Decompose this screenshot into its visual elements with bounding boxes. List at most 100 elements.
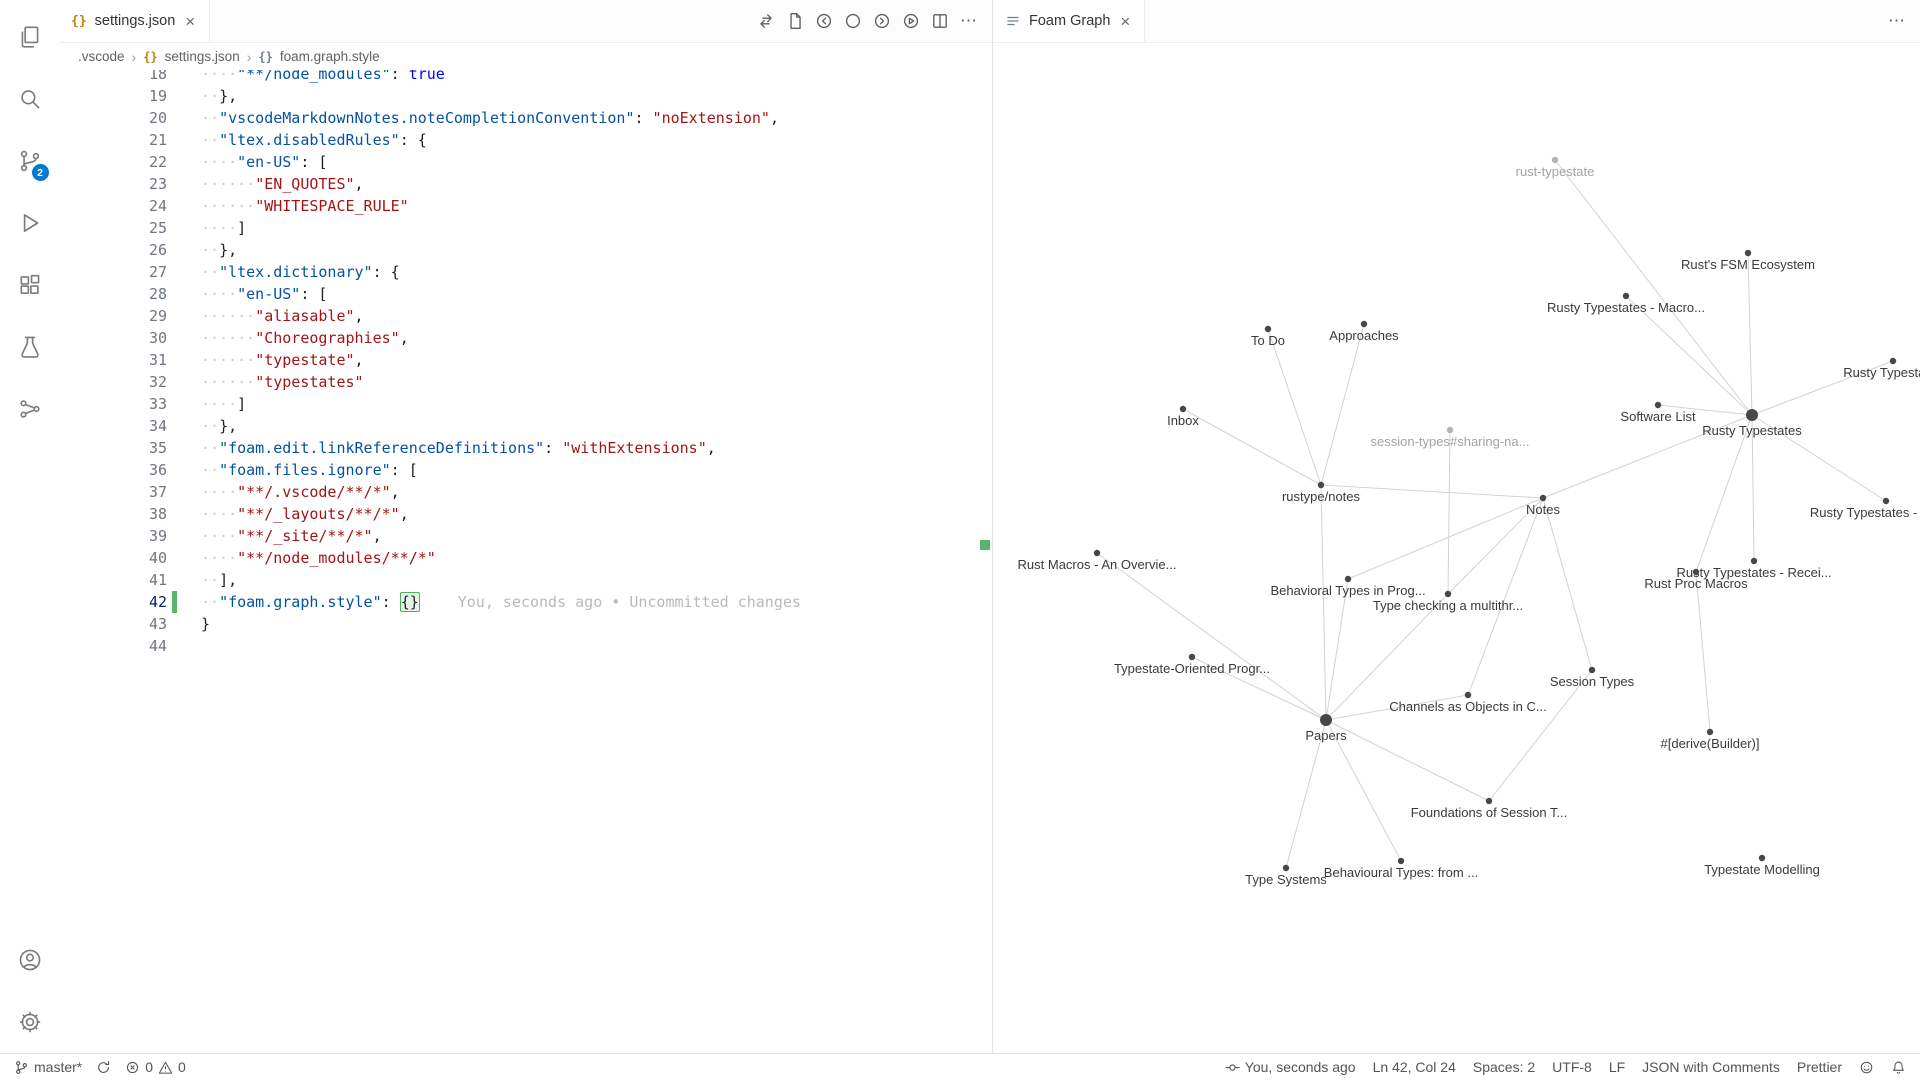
code-line[interactable]: 28····"en-US": [ [59,283,992,305]
graph-node-rustype-notes[interactable] [1317,481,1325,489]
line-number[interactable]: 23 [148,175,167,193]
graph-node-label[interactable]: rust-typestate [1516,164,1595,179]
tab-foam-graph[interactable]: Foam Graph × [993,0,1146,42]
graph-node-typestate-oriented[interactable] [1188,653,1196,661]
line-number[interactable]: 22 [148,153,167,171]
graph-node-label[interactable]: Rusty Typestates - Rece... [1810,505,1920,520]
line-number[interactable]: 33 [148,395,167,413]
feedback-button[interactable] [1859,1060,1874,1075]
code-line[interactable]: 42··"foam.graph.style": {}You, seconds a… [59,591,992,613]
graph-node-rusty-typestates-tr[interactable] [1889,357,1897,365]
tab-settings-json[interactable]: {} settings.json × [59,0,211,42]
breadcrumb-file[interactable]: settings.json [164,49,240,64]
graph-node-rusts-fsm-ecosystem[interactable] [1744,249,1752,257]
graph-node-label[interactable]: Type checking a multithr... [1373,598,1523,613]
more-actions-icon[interactable]: ⋯ [1888,11,1906,30]
notifications-button[interactable] [1891,1060,1906,1075]
graph-node-label[interactable]: To Do [1251,333,1285,348]
line-number[interactable]: 28 [148,285,167,303]
graph-node-label[interactable]: Session Types [1550,674,1635,689]
line-number[interactable]: 40 [148,549,167,567]
breadcrumb-symbol[interactable]: foam.graph.style [279,49,380,64]
problems-status[interactable]: 0 0 [125,1059,186,1075]
code-line[interactable]: 37····"**/.vscode/**/*", [59,481,992,503]
code-line[interactable]: 33····] [59,393,992,415]
graph-node-label[interactable]: Channels as Objects in C... [1389,699,1547,714]
code-line[interactable]: 23······"EN_QUOTES", [59,173,992,195]
graph-node-label[interactable]: Type Systems [1245,872,1327,887]
graph-node-session-types-sharing[interactable] [1446,426,1454,434]
graph-node-derive-builder[interactable] [1706,728,1714,736]
sidebar-item-extensions[interactable] [5,254,55,316]
graph-node-notes[interactable] [1539,494,1547,502]
graph-node-inbox[interactable] [1179,405,1187,413]
code-line[interactable]: 36··"foam.files.ignore": [ [59,459,992,481]
sidebar-item-run-and-debug[interactable] [5,192,55,254]
graph-node-label[interactable]: Inbox [1167,413,1199,428]
cursor-position-status[interactable]: Ln 42, Col 24 [1372,1059,1456,1075]
code-line[interactable]: 39····"**/_site/**/*", [59,525,992,547]
code-line[interactable]: 24······"WHITESPACE_RULE" [59,195,992,217]
line-number[interactable]: 38 [148,505,167,523]
line-number[interactable]: 27 [148,263,167,281]
graph-node-behavioral-types-prog[interactable] [1344,575,1352,583]
line-number[interactable]: 31 [148,351,167,369]
line-number[interactable]: 34 [148,417,167,435]
graph-node-label[interactable]: Approaches [1329,328,1399,343]
graph-node-label[interactable]: Typestate Modelling [1704,862,1820,877]
graph-node-rusty-typestates-r2[interactable] [1882,497,1890,505]
sidebar-item-search[interactable] [5,68,55,130]
code-line[interactable]: 30······"Choreographies", [59,327,992,349]
graph-node-typestate-modelling[interactable] [1758,854,1766,862]
graph-node-label[interactable]: Software List [1620,409,1696,424]
branch-status[interactable]: master* [14,1059,82,1075]
eol-status[interactable]: LF [1608,1059,1626,1075]
graph-node-rusty-typestates-recei[interactable] [1750,557,1758,565]
graph-node-type-checking-multithr[interactable] [1444,590,1452,598]
line-number[interactable]: 37 [148,483,167,501]
line-number[interactable]: 42 [148,593,167,611]
graph-node-label[interactable]: Rust Proc Macros [1644,576,1748,591]
more-actions-icon[interactable]: ⋯ [960,11,978,30]
graph-node-rust-typestate[interactable] [1551,156,1559,164]
line-number[interactable]: 43 [148,615,167,633]
sync-status[interactable] [96,1060,111,1075]
code-line[interactable]: 21··"ltex.disabledRules": { [59,129,992,151]
code-line[interactable]: 40····"**/node_modules/**/*" [59,547,992,569]
graph-node-type-systems[interactable] [1282,864,1290,872]
graph-node-rust-macros-overview[interactable] [1093,549,1101,557]
overview-ruler-marker[interactable] [980,540,990,550]
encoding-status[interactable]: UTF-8 [1552,1059,1592,1075]
graph-node-foundations-session[interactable] [1485,797,1493,805]
graph-node-label[interactable]: Notes [1526,502,1560,517]
graph-node-papers[interactable] [1320,714,1332,726]
code-line[interactable]: 29······"aliasable", [59,305,992,327]
code-line[interactable]: 19··}, [59,85,992,107]
formatter-status[interactable]: Prettier [1796,1059,1842,1075]
line-number[interactable]: 44 [148,637,167,655]
graph-node-rusty-typestates[interactable] [1746,409,1758,421]
line-number[interactable]: 24 [148,197,167,215]
previous-change-icon[interactable] [815,12,833,30]
blame-status[interactable]: You, seconds ago [1225,1059,1356,1075]
graph-node-software-list[interactable] [1654,401,1662,409]
graph-node-label[interactable]: Rust Macros - An Overvie... [1018,557,1177,572]
accounts-button[interactable] [5,929,55,991]
graph-node-label[interactable]: Behavioural Types: from ... [1324,865,1478,880]
settings-gear-button[interactable] [5,991,55,1053]
timeline-play-icon[interactable] [902,12,920,30]
graph-node-channels-as-objects[interactable] [1464,691,1472,699]
code-line[interactable]: 31······"typestate", [59,349,992,371]
graph-node-label[interactable]: Rust's FSM Ecosystem [1681,257,1815,272]
sidebar-item-explorer[interactable] [5,6,55,68]
graph-node-behavioural-types-from[interactable] [1397,857,1405,865]
line-number[interactable]: 35 [148,439,167,457]
indentation-status[interactable]: Spaces: 2 [1472,1059,1536,1075]
code-line[interactable]: 22····"en-US": [ [59,151,992,173]
close-tab-icon[interactable]: × [185,11,196,31]
sidebar-item-testing[interactable] [5,316,55,378]
code-line[interactable]: 35··"foam.edit.linkReferenceDefinitions"… [59,437,992,459]
language-mode-status[interactable]: JSON with Comments [1642,1059,1780,1075]
line-number[interactable]: 26 [148,241,167,259]
